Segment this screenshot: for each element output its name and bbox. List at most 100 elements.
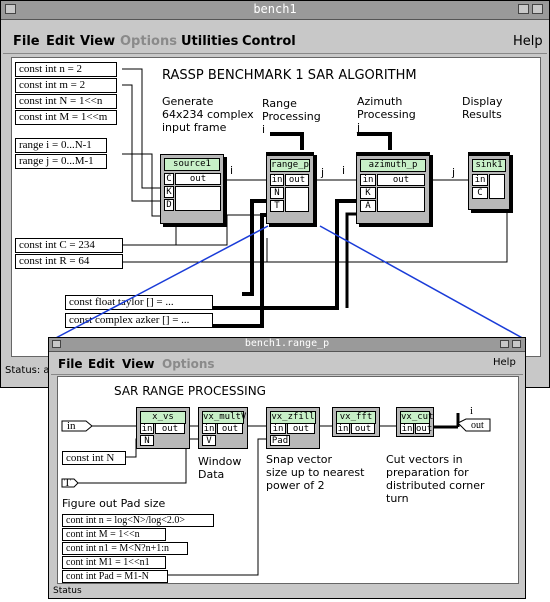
range-port-out[interactable]: out <box>285 174 309 186</box>
range-port-n[interactable]: N <box>270 187 284 199</box>
source-port-c[interactable]: C <box>164 173 174 185</box>
sub-title-bar[interactable]: bench1.range_p <box>49 338 525 352</box>
label-range-1: Range <box>262 97 297 110</box>
multv-port-out[interactable]: out <box>217 423 243 434</box>
window-label-1: Window <box>198 455 242 468</box>
snap-label-2: size up to nearest <box>266 466 365 479</box>
block-zfill[interactable]: vx_zfill in out Pad <box>266 407 320 449</box>
fft-port-in[interactable]: in <box>336 423 350 434</box>
menu-edit[interactable]: Edit <box>46 34 75 49</box>
const-M[interactable]: const int M = 1<<m <box>15 110 117 125</box>
sub-menu-view[interactable]: View <box>122 357 155 371</box>
sub-status: Status <box>53 586 82 596</box>
sub-canvas[interactable]: SAR RANGE PROCESSING in const int N T x_… <box>57 376 519 584</box>
range-port-t[interactable]: T <box>270 200 284 212</box>
const-taylor[interactable]: const float taylor [] = ... <box>65 295 213 310</box>
const-n[interactable]: const int n = 2 <box>15 62 117 77</box>
sub-wiring <box>61 413 491 576</box>
range-i[interactable]: range i = 0...N-1 <box>15 138 107 153</box>
cut-port-out[interactable]: out <box>415 423 433 434</box>
pad-const-n[interactable]: cont int n = log<N>/log<2.0> <box>62 514 214 527</box>
sub-menu-help[interactable]: Help <box>493 357 516 368</box>
menu-utilities[interactable]: Utilities <box>181 34 239 49</box>
x-vs-port-in[interactable]: in <box>140 423 154 434</box>
multv-port-in[interactable]: in <box>202 423 216 434</box>
range-j[interactable]: range j = 0...M-1 <box>15 154 107 169</box>
label-generate-1: Generate <box>162 95 214 108</box>
sub-window-title: bench1.range_p <box>244 338 330 349</box>
sub-in-label: in <box>67 420 76 432</box>
azimuth-port-in[interactable]: in <box>360 174 376 186</box>
source-port-out[interactable]: out <box>175 173 221 185</box>
block-multv[interactable]: vx_multV in out V <box>198 407 248 449</box>
block-fft[interactable]: vx_fft in out <box>332 407 380 437</box>
wire-label-i1: i <box>230 164 234 177</box>
pad-const-M[interactable]: cont int M = 1<<n <box>62 528 166 541</box>
sub-minimize-icon[interactable] <box>500 340 509 348</box>
main-canvas[interactable]: RASSP BENCHMARK 1 SAR ALGORITHM Generate… <box>11 57 541 357</box>
sub-const-N[interactable]: const int N <box>62 451 126 465</box>
main-window: bench1 File Edit View Options Utilities … <box>0 0 550 388</box>
block-source[interactable]: source1 C out K D <box>160 154 224 224</box>
pad-const-M1[interactable]: cont int M1 = 1<<n1 <box>62 556 166 569</box>
label-range-3: i <box>262 123 266 136</box>
fft-port-out[interactable]: out <box>351 423 375 434</box>
zfill-port-out[interactable]: out <box>287 423 315 434</box>
minimize-icon[interactable] <box>518 4 529 14</box>
const-m[interactable]: const int m = 2 <box>15 78 117 93</box>
sub-menu-options[interactable]: Options <box>162 357 215 371</box>
pad-const-n1[interactable]: cont int n1 = M<N?n+1:n <box>62 542 188 555</box>
block-range-p[interactable]: range_p in out N T <box>266 152 314 224</box>
x-vs-port-n[interactable]: N <box>140 435 154 446</box>
pad-label: Figure out Pad size <box>62 497 166 510</box>
label-generate-2: 64x234 complex <box>162 108 254 121</box>
menu-help[interactable]: Help <box>513 34 543 49</box>
main-status: Status: a <box>5 365 50 376</box>
cut-port-in[interactable]: in <box>400 423 414 434</box>
azimuth-port-a[interactable]: A <box>360 200 376 212</box>
sub-T-label: T <box>64 477 71 489</box>
menu-control[interactable]: Control <box>242 34 296 49</box>
zfill-port-pad[interactable]: Pad <box>270 435 290 446</box>
main-title-bar[interactable]: bench1 <box>1 1 549 20</box>
const-azker[interactable]: const complex azker [] = ... <box>65 313 213 328</box>
wire-label-i2: i <box>342 164 346 177</box>
block-azimuth-p[interactable]: azimuth_p in out K A <box>356 152 430 224</box>
sub-maximize-icon[interactable] <box>512 340 521 348</box>
snap-label-1: Snap vector <box>266 453 333 466</box>
maximize-icon[interactable] <box>532 4 543 14</box>
azimuth-port-k[interactable]: K <box>360 187 376 199</box>
block-sink[interactable]: sink1 in C <box>468 152 510 210</box>
window-menu-icon[interactable] <box>5 4 16 14</box>
label-range-2: Processing <box>262 110 321 123</box>
label-generate-3: input frame <box>162 121 227 134</box>
cut-label-4: turn <box>386 492 409 505</box>
const-N[interactable]: const int N = 1<<n <box>15 94 117 109</box>
const-C[interactable]: const int C = 234 <box>15 238 123 253</box>
main-heading: RASSP BENCHMARK 1 SAR ALGORITHM <box>162 68 417 83</box>
x-vs-port-out[interactable]: out <box>155 423 185 434</box>
azimuth-port-out[interactable]: out <box>377 174 425 186</box>
sink-port-in[interactable]: in <box>472 174 488 186</box>
menu-options[interactable]: Options <box>120 34 177 49</box>
block-x-vs[interactable]: x_vs in out N <box>136 407 190 449</box>
zfill-port-in[interactable]: in <box>270 423 286 434</box>
sub-menu-file[interactable]: File <box>58 357 83 371</box>
pad-const-pad[interactable]: cont int Pad = M1-N <box>62 570 168 583</box>
label-azimuth-3: j <box>357 121 361 134</box>
source-port-d[interactable]: D <box>164 199 174 211</box>
label-display-2: Results <box>462 108 502 121</box>
main-menu-bar: File Edit View Options Utilities Control… <box>3 31 547 54</box>
range-port-in[interactable]: in <box>270 174 284 186</box>
azimuth-body <box>377 187 425 212</box>
menu-view[interactable]: View <box>80 34 116 49</box>
sink-port-c[interactable]: C <box>472 187 488 199</box>
block-cut[interactable]: vx_cut in out <box>396 407 434 437</box>
sub-menu-edit[interactable]: Edit <box>88 357 115 371</box>
block-azimuth-p-title: azimuth_p <box>360 159 426 172</box>
menu-file[interactable]: File <box>13 34 40 49</box>
const-R[interactable]: const int R = 64 <box>15 254 123 269</box>
sink-body <box>489 174 505 199</box>
source-port-k[interactable]: K <box>164 186 174 198</box>
multv-port-v[interactable]: V <box>202 435 216 446</box>
